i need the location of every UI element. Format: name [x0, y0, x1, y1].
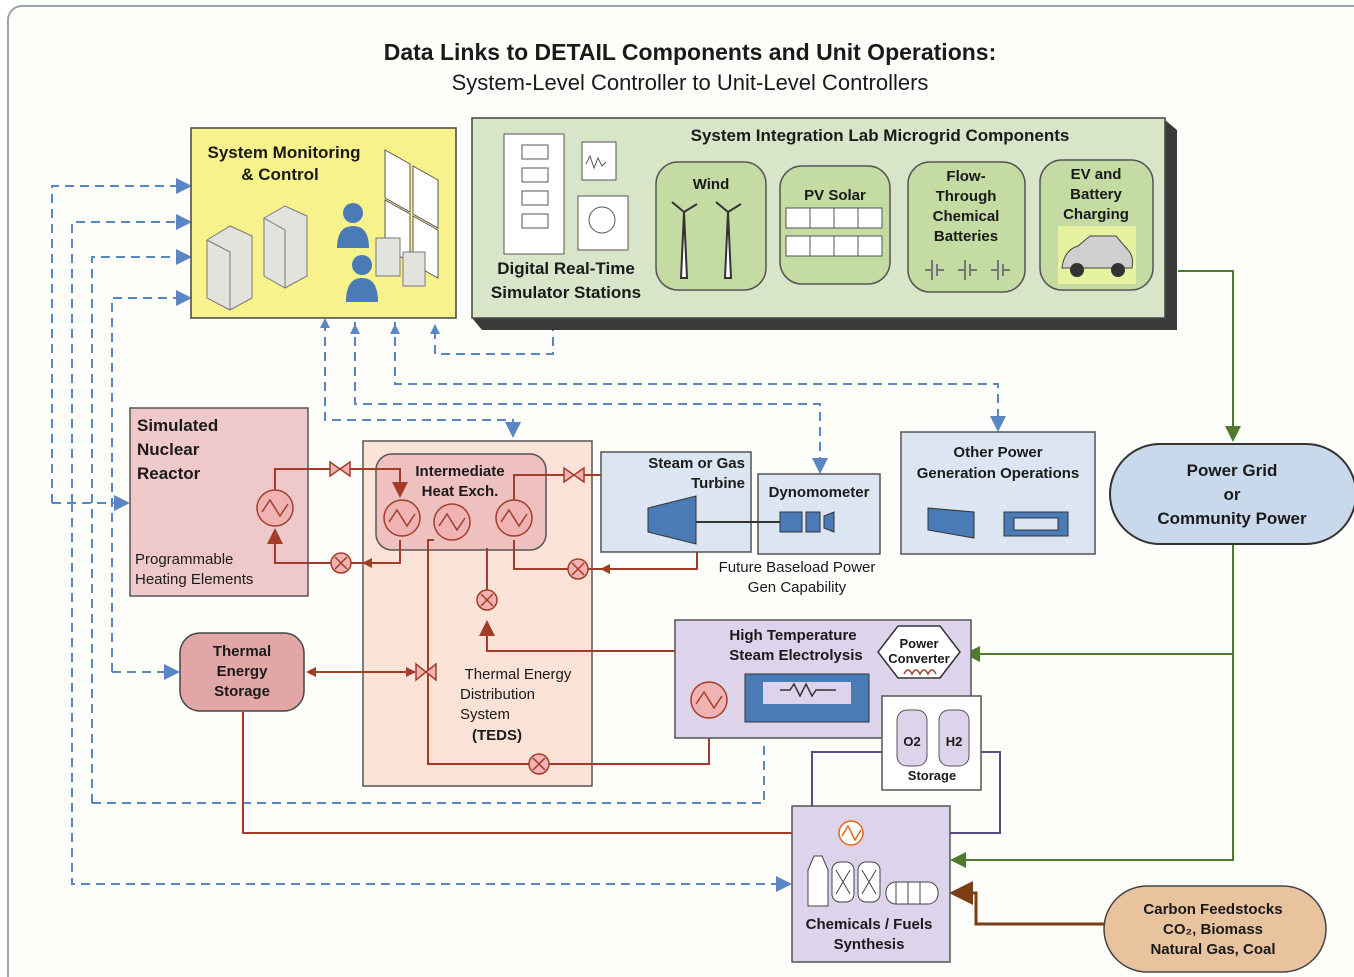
- pv-solar-component[interactable]: PV Solar: [779, 165, 891, 285]
- power-converter-line1: Power: [899, 636, 938, 651]
- flow-battery-component[interactable]: Flow- Through Chemical Batteries: [907, 161, 1026, 293]
- solar-array-icon: [785, 207, 883, 257]
- other-power-label-line1: Other Power: [953, 444, 1042, 461]
- computer-icon: [375, 237, 426, 287]
- reactor-label-line3: Reactor: [137, 464, 201, 483]
- turbine-label-line2: Turbine: [691, 475, 745, 492]
- future-label-line1: Future Baseload Power: [719, 559, 876, 576]
- reactor-label-line1: Simulated: [137, 416, 218, 435]
- thermal-storage-node[interactable]: Thermal Energy Storage: [179, 632, 305, 712]
- dynamometer-label: Dynomometer: [769, 484, 870, 501]
- monitoring-label-line2: & Control: [241, 165, 318, 184]
- thermal-storage-line3: Storage: [214, 683, 270, 700]
- dynamometer-icon: [696, 511, 835, 533]
- htse-label-line1: High Temperature: [729, 627, 856, 644]
- ev-label-line3: Charging: [1063, 206, 1129, 223]
- flow-label-line3: Chemical: [933, 208, 1000, 225]
- ev-label-line2: Battery: [1070, 186, 1122, 203]
- flow-label-line4: Batteries: [934, 228, 998, 245]
- other-power-box[interactable]: Other Power Generation Operations: [900, 431, 1096, 555]
- carbon-label-line3: Natural Gas, Coal: [1150, 941, 1275, 958]
- wind-label: Wind: [693, 176, 730, 193]
- o2-tank-label: O2: [903, 734, 920, 749]
- wind-turbine-icon: [671, 201, 742, 279]
- diagram-title: Data Links to DETAIL Components and Unit…: [384, 39, 997, 65]
- grid-label-line1: Power Grid: [1187, 461, 1278, 480]
- ev-charging-component[interactable]: EV and Battery Charging: [1039, 159, 1154, 291]
- heating-label-line2: Heating Elements: [135, 571, 253, 588]
- other-power-label-line2: Generation Operations: [917, 465, 1080, 482]
- turbine-icon: [647, 495, 697, 545]
- monitoring-box[interactable]: System Monitoring & Control: [190, 127, 457, 319]
- server-icon: [206, 205, 308, 311]
- power-grid-node[interactable]: Power Grid or Community Power: [1109, 443, 1354, 545]
- turbine-box[interactable]: Steam or Gas Turbine: [600, 451, 752, 553]
- valve-icon: [329, 460, 585, 682]
- turbine-label-line1: Steam or Gas: [648, 455, 745, 472]
- feedstock-line: [949, 881, 1106, 926]
- monitoring-label-line1: System Monitoring: [207, 143, 360, 162]
- h2-tank-label: H2: [946, 734, 963, 749]
- power-converter-line2: Converter: [888, 651, 949, 666]
- reactor-heat-exchanger-icon: [256, 489, 294, 527]
- simulator-label-line2: Simulator Stations: [491, 283, 641, 302]
- carbon-label-line2: CO₂, Biomass: [1163, 921, 1263, 938]
- synthesis-heat-exchanger-icon: [838, 820, 864, 846]
- thermal-storage-line1: Thermal: [213, 643, 271, 660]
- diagram-subtitle: System-Level Controller to Unit-Level Co…: [452, 70, 929, 95]
- simulator-station-icon: [503, 133, 629, 255]
- chem-label-line2: Synthesis: [834, 936, 905, 953]
- chem-synthesis-box[interactable]: Chemicals / Fuels Synthesis: [791, 805, 951, 963]
- microgrid-title: System Integration Lab Microgrid Compone…: [691, 126, 1070, 145]
- gas-storage-box[interactable]: O2 H2 Storage: [881, 695, 982, 791]
- teds-label-line1: Thermal Energy: [465, 666, 572, 683]
- heat-exchanger-icon: [383, 499, 533, 541]
- chem-label-line1: Chemicals / Fuels: [806, 916, 933, 933]
- htse-label-line2: Steam Electrolysis: [729, 647, 862, 664]
- flow-label-line1: Flow-: [946, 168, 985, 185]
- carbon-feedstock-node[interactable]: Carbon Feedstocks CO₂, Biomass Natural G…: [1103, 885, 1327, 973]
- grid-label-line3: Community Power: [1157, 509, 1307, 528]
- future-label-line2: Gen Capability: [748, 579, 847, 596]
- electrolyzer-icon: [744, 673, 870, 723]
- data-link-arrowheads: [320, 318, 440, 334]
- teds-label-line3: System: [460, 706, 510, 723]
- pv-solar-label: PV Solar: [804, 187, 866, 204]
- generator-icon: [927, 507, 1069, 539]
- ev-label-line1: EV and: [1071, 166, 1122, 183]
- simulator-label-line1: Digital Real-Time: [497, 259, 635, 278]
- ihx-label-line1: Intermediate: [415, 463, 504, 480]
- storage-label: Storage: [908, 768, 956, 783]
- ihx-box[interactable]: Intermediate Heat Exch.: [375, 453, 547, 551]
- user-icon: [337, 203, 378, 302]
- reactor-box[interactable]: Simulated Nuclear Reactor Programmable H…: [129, 407, 309, 597]
- carbon-label-line1: Carbon Feedstocks: [1143, 901, 1282, 918]
- data-links: [51, 178, 1006, 892]
- heating-label-line1: Programmable: [135, 551, 233, 568]
- electrolysis-heat-exchanger-icon: [690, 681, 728, 719]
- thermal-arrowheads: [306, 558, 610, 677]
- power-converter-icon: [877, 625, 961, 679]
- ihx-label-line2: Heat Exch.: [422, 483, 499, 500]
- car-icon: [1058, 226, 1136, 284]
- teds-label-line2: Distribution: [460, 686, 535, 703]
- battery-icon: [925, 260, 1010, 280]
- teds-label-line4: (TEDS): [472, 727, 522, 744]
- pump-icon: [330, 552, 589, 775]
- dynamometer-box[interactable]: Dynomometer: [696, 473, 881, 555]
- reactor-label-line2: Nuclear: [137, 440, 200, 459]
- grid-label-line2: or: [1224, 485, 1241, 504]
- reactor-vessel-icon: [807, 855, 939, 907]
- wind-component[interactable]: Wind: [655, 161, 767, 291]
- microgrid-box[interactable]: System Integration Lab Microgrid Compone…: [471, 117, 1177, 330]
- power-lines: [950, 270, 1241, 868]
- flow-label-line2: Through: [936, 188, 997, 205]
- thermal-storage-line2: Energy: [217, 663, 269, 680]
